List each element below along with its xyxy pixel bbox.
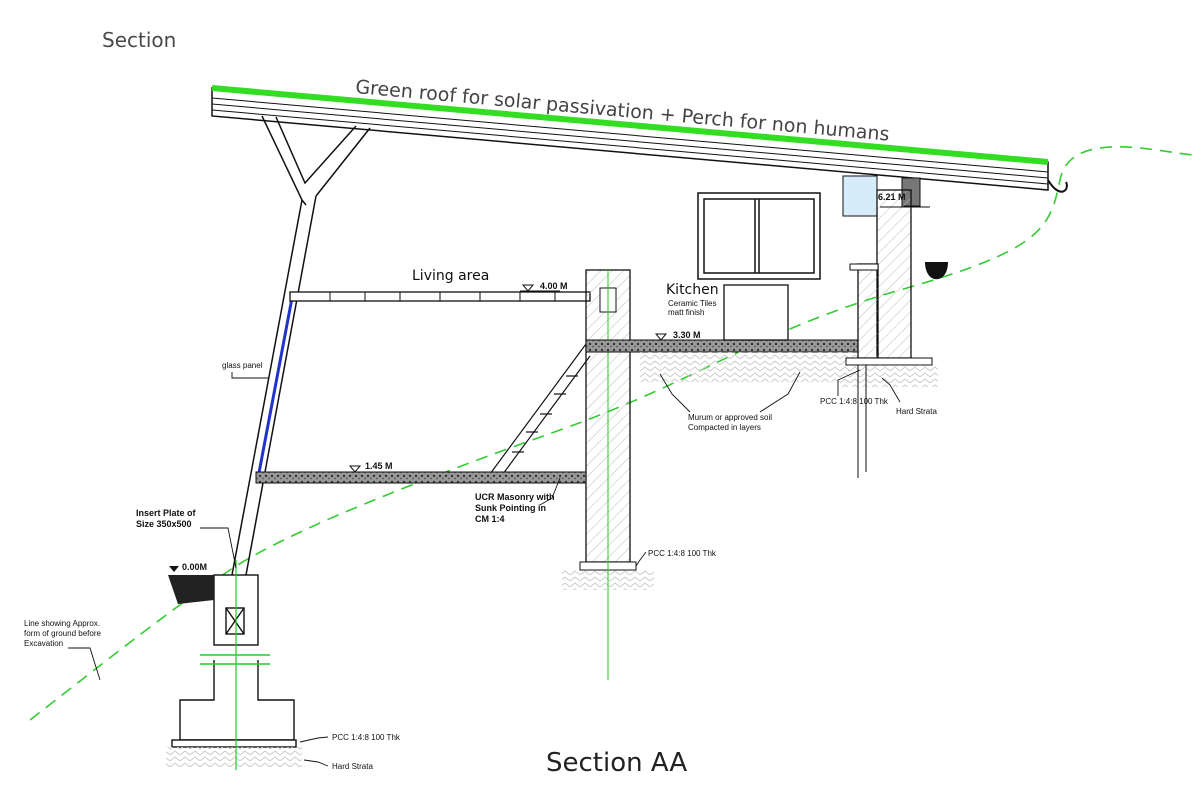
level-top: 4.00 M [540, 281, 568, 291]
mid-slab [255, 471, 587, 484]
pcc-mid-note: PCC 1:4:8 100 Thk [648, 549, 717, 558]
kitchen-counter [723, 284, 789, 341]
insert-plate-note-2: Size 350x500 [136, 519, 192, 529]
living-area-label: Living area [412, 268, 489, 284]
ucr-note-2: Sunk Pointing in [475, 503, 546, 513]
window [697, 192, 821, 280]
y-column [231, 115, 371, 576]
level-ground-marker [169, 566, 179, 572]
leader-lines [68, 369, 901, 767]
left-hardcore [166, 747, 302, 767]
roof [211, 85, 1068, 193]
compacted-fill [640, 352, 858, 382]
pcc-right-note: PCC 1:4:8 100 Thk [820, 397, 889, 406]
ucr-note-3: CM 1:4 [475, 514, 505, 524]
hard-strata-left-note: Hard Strata [332, 762, 373, 771]
level-kitchen: 3.30 M [673, 330, 701, 340]
murum-note-1: Murum or approved soil [688, 413, 772, 422]
drawing-title: Section AA [546, 748, 688, 778]
level-upper: 6.21 M [878, 192, 906, 202]
level-mid-marker [348, 465, 362, 473]
murum-note-2: Compacted in layers [688, 423, 761, 432]
level-mid: 1.45 M [365, 461, 393, 471]
ground-line-note-1: Line showing Approx. [24, 619, 100, 628]
level-top-marker [520, 284, 560, 292]
ground-line-note-2: form of ground before [24, 629, 101, 638]
staircase [489, 343, 591, 479]
central-wall [562, 269, 654, 680]
kitchen-label: Kitchen [666, 282, 719, 298]
hard-strata-right-note: Hard Strata [896, 407, 937, 416]
ucr-note-1: UCR Masonry with [475, 492, 555, 502]
right-wall [840, 175, 948, 478]
insert-plate-note-1: Insert Plate of [136, 508, 197, 518]
kitchen-note-1: Ceramic Tiles [668, 299, 716, 308]
upper-slab [289, 291, 591, 302]
kitchen-slab [585, 339, 859, 353]
kitchen-note-2: matt finish [668, 308, 704, 317]
ground-line-note-3: Excavation [24, 639, 63, 648]
level-ground: 0.00M [182, 562, 207, 572]
pcc-left-note: PCC 1:4:8 100 Thk [332, 733, 401, 742]
page-label: Section [102, 28, 177, 52]
glass-panel-note: glass panel [222, 361, 263, 370]
level-kitchen-marker [654, 333, 668, 341]
glass-panel [256, 297, 294, 479]
ground-block [168, 575, 214, 604]
